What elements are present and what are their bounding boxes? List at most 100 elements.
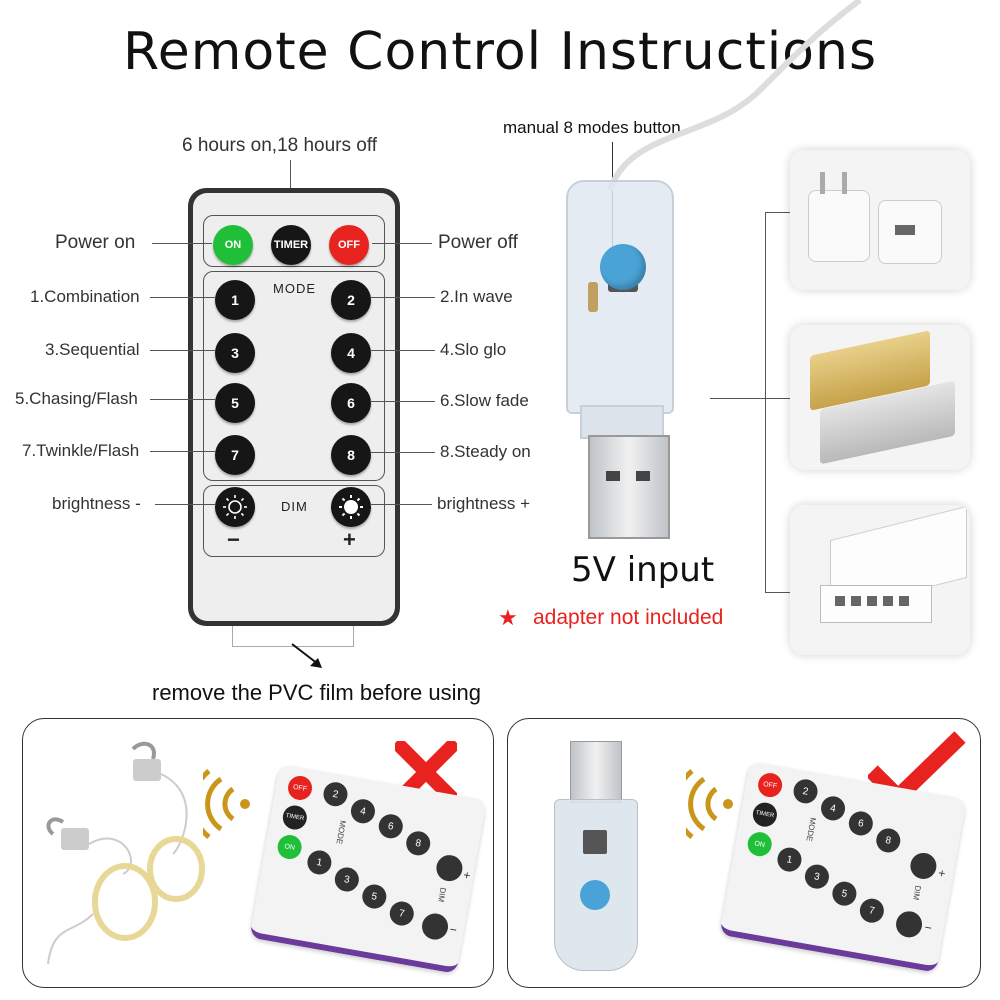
capacitor: [588, 282, 598, 312]
mini-manual-button[interactable]: [580, 880, 610, 910]
mini-brightness-up[interactable]: [434, 853, 465, 884]
pvc-note: remove the PVC film before using: [152, 680, 481, 705]
manual-mode-button[interactable]: [600, 244, 646, 290]
adapter-prong-2: [842, 172, 847, 194]
mini-plus: +: [937, 865, 947, 881]
input-label: 5V input: [571, 550, 715, 590]
fairy-lights-icon: [46, 741, 205, 965]
mini-mode-2[interactable]: 2: [791, 777, 820, 806]
mode-button-8[interactable]: 8: [331, 435, 371, 475]
page-title: Remote Control Instructions: [122, 22, 878, 82]
on-button[interactable]: ON: [213, 225, 253, 265]
mini-mode-label: MODE: [334, 819, 348, 845]
mini-mode-7[interactable]: 7: [387, 899, 416, 928]
usb-plug-neck: [580, 405, 664, 439]
usb-hub: [820, 585, 932, 623]
mini-on-button[interactable]: ON: [275, 833, 304, 861]
mini-mode-5[interactable]: 5: [830, 879, 859, 908]
timer-pointer-line: [290, 160, 291, 196]
signal-icon: [203, 769, 250, 839]
mini-mode-8[interactable]: 8: [404, 829, 433, 858]
usb-hole-left: [606, 471, 620, 481]
connector-mid: [765, 398, 790, 399]
mini-brightness-down[interactable]: [893, 909, 925, 940]
mini-brightness-up[interactable]: [908, 850, 939, 882]
mini-mode-4[interactable]: 4: [819, 794, 847, 823]
mini-mode-3[interactable]: 3: [332, 865, 361, 894]
mini-timer-button[interactable]: TIMER: [751, 800, 779, 829]
mode-button-6[interactable]: 6: [331, 383, 371, 423]
mini-mode-6[interactable]: 6: [846, 809, 875, 838]
brightness-down-button[interactable]: [215, 487, 255, 527]
mode-button-3[interactable]: 3: [215, 333, 255, 373]
mode-button-5[interactable]: 5: [215, 383, 255, 423]
adapter-prong-1: [820, 172, 825, 194]
mode-line-5: [150, 399, 215, 400]
mode-button-7[interactable]: 7: [215, 435, 255, 475]
brightness-up-button[interactable]: [331, 487, 371, 527]
mini-usb-controller: [554, 799, 638, 971]
mode-label: MODE: [273, 281, 316, 296]
brightness-minus-line: [155, 504, 215, 505]
mini-mode-4[interactable]: 4: [349, 797, 377, 826]
power-off-line: [372, 243, 432, 244]
mini-mode-label: MODE: [804, 816, 818, 842]
timer-note: 6 hours on,18 hours off: [182, 135, 378, 156]
off-button[interactable]: OFF: [329, 225, 369, 265]
mode-label-4: 4.Slo glo: [440, 340, 507, 359]
power-on-label: Power on: [55, 232, 136, 253]
mini-remote-right: OFF TIMER ON 2 4 6 8 1 3 5 7 MODE DIM + …: [719, 761, 967, 973]
mini-minus: −: [448, 922, 458, 938]
usb-cable: [607, 0, 862, 192]
mode-line-2: [370, 297, 435, 298]
mode-label-8: 8.Steady on: [440, 442, 531, 461]
usb-hub-ports: [835, 596, 915, 606]
mini-mode-5[interactable]: 5: [360, 882, 389, 911]
mode-button-2[interactable]: 2: [331, 280, 371, 320]
mini-remote-left: OFF TIMER ON 2 4 6 8 1 3 5 7 MODE DIM + …: [249, 764, 487, 974]
mini-mode-8[interactable]: 8: [874, 826, 903, 855]
mini-chip: [583, 830, 607, 854]
mini-timer-button[interactable]: TIMER: [280, 803, 309, 832]
timer-button[interactable]: TIMER: [271, 225, 311, 265]
brightness-minus-label: brightness -: [52, 494, 141, 513]
mode-label-5: 5.Chasing/Flash: [15, 389, 138, 408]
mode-line-4: [370, 350, 435, 351]
mini-dim-label: DIM: [436, 886, 448, 903]
connector-vertical: [765, 212, 766, 592]
power-on-line: [152, 243, 212, 244]
mini-mode-1[interactable]: 1: [305, 848, 334, 877]
dim-label: DIM: [281, 499, 308, 514]
manual-button-label: manual 8 modes button: [503, 118, 681, 137]
mode-line-1: [150, 297, 215, 298]
correct-usage-panel: OFF TIMER ON 2 4 6 8 1 3 5 7 MODE DIM + …: [507, 718, 981, 988]
connector-top: [765, 212, 790, 213]
mode-label-3: 3.Sequential: [45, 340, 140, 359]
connector-bottom: [765, 592, 790, 593]
mini-on-button[interactable]: ON: [745, 830, 774, 859]
usb-controller-body: [566, 180, 674, 414]
mode-button-4[interactable]: 4: [331, 333, 371, 373]
mini-mode-7[interactable]: 7: [857, 896, 886, 925]
mode-label-2: 2.In wave: [440, 287, 513, 306]
mini-brightness-down[interactable]: [419, 911, 451, 942]
arrow-down-right-icon: [291, 643, 322, 668]
mode-label-7: 7.Twinkle/Flash: [22, 441, 140, 460]
pvc-film-bracket: [232, 626, 354, 647]
mode-line-7: [150, 451, 215, 452]
mini-mode-2[interactable]: 2: [321, 780, 350, 809]
star-icon: ★: [498, 605, 518, 630]
dim-section: [203, 485, 385, 557]
remote-control: ON TIMER OFF MODE 1 2 3 4 5 6 7 8: [188, 188, 400, 626]
mini-mode-6[interactable]: 6: [376, 812, 405, 841]
usb-plug-metal: [588, 435, 670, 539]
mode-button-1[interactable]: 1: [215, 280, 255, 320]
mini-mode-3[interactable]: 3: [803, 862, 831, 891]
sun-filled-icon: [339, 495, 363, 519]
plus-sign: +: [343, 527, 356, 552]
mini-plus: +: [462, 867, 472, 883]
mini-mode-1[interactable]: 1: [775, 845, 804, 874]
mini-off-button[interactable]: OFF: [286, 774, 314, 802]
mini-off-button[interactable]: OFF: [756, 771, 785, 800]
sun-outline-icon: [223, 495, 247, 519]
